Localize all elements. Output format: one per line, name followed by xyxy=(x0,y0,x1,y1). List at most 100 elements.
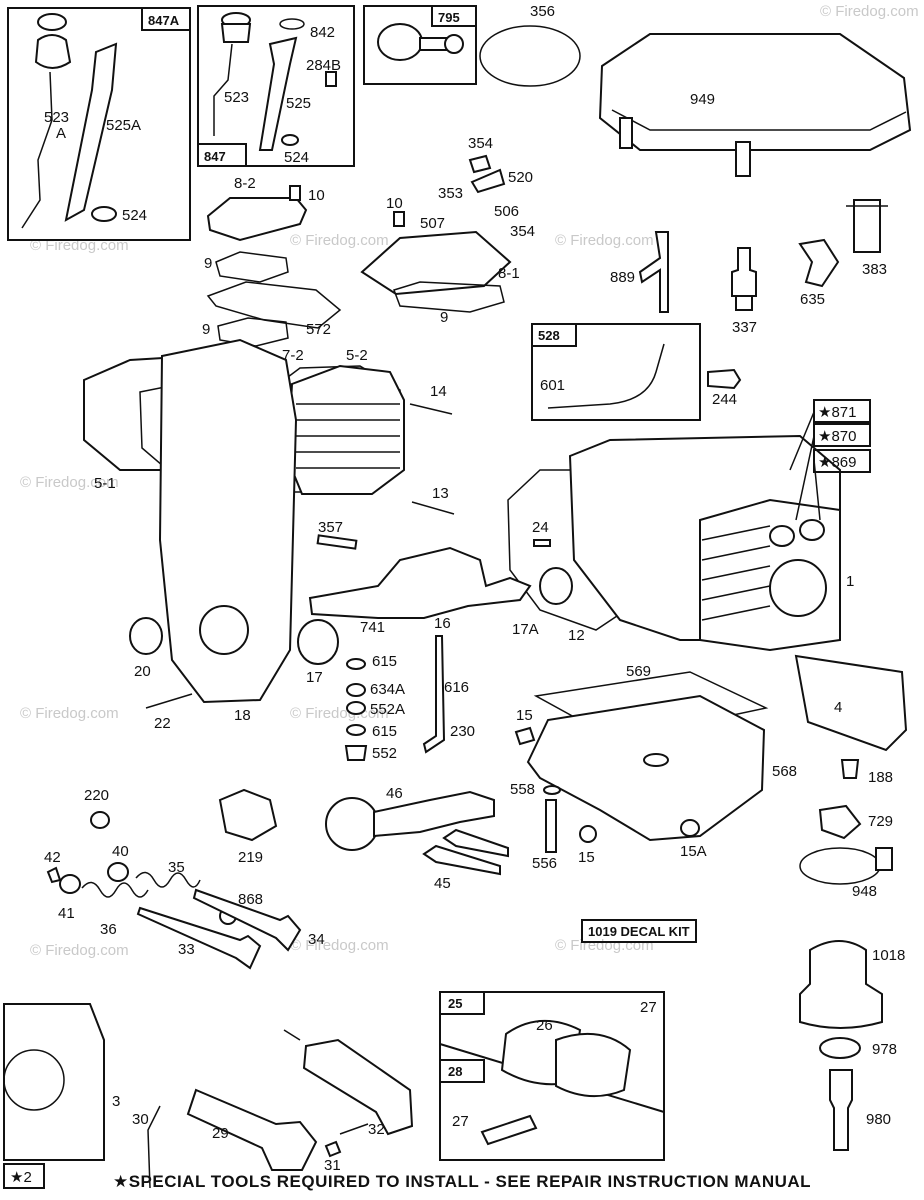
watermarks: © Firedog.com © Firedog.com © Firedog.co… xyxy=(20,3,919,959)
breather-plate xyxy=(206,281,342,329)
washer xyxy=(346,683,366,697)
cover-bore xyxy=(199,605,249,655)
housing-tab xyxy=(735,141,751,177)
part-label: 219 xyxy=(238,849,263,866)
valve xyxy=(192,888,302,952)
part-label: 7-2 xyxy=(282,347,304,364)
crankcase-cover xyxy=(158,338,298,704)
part-label: 524 xyxy=(284,149,309,166)
piston xyxy=(555,1032,632,1098)
sump-port xyxy=(643,753,669,767)
callout-box xyxy=(813,399,871,423)
group-25-28: 25 28 26 27 27 xyxy=(439,991,665,1161)
ignition-key xyxy=(419,37,449,51)
oil-filter-area: 1018 978 980 xyxy=(799,940,905,1151)
group-847a: 847A 523 A 525A 524 xyxy=(7,7,191,241)
bearing-bore xyxy=(3,1049,65,1111)
part-label: 20 xyxy=(134,663,151,680)
lock-plate xyxy=(324,1140,342,1158)
group-795-box xyxy=(363,5,477,85)
part-label: 354 xyxy=(468,135,493,152)
part-label: 244 xyxy=(712,391,737,408)
part-label: 556 xyxy=(532,855,557,872)
part-label: 41 xyxy=(58,905,75,922)
dipstick-rod xyxy=(21,71,53,229)
part-label: 524 xyxy=(122,207,147,224)
dipstick-cap-body xyxy=(34,34,72,69)
part-label: 30 xyxy=(132,1111,149,1128)
washer xyxy=(346,724,366,736)
sump-bolt xyxy=(545,799,557,853)
governor-link xyxy=(147,1105,161,1189)
decal-kit-box xyxy=(581,919,697,943)
ball-bearing xyxy=(297,619,339,665)
part-label: 15 xyxy=(578,849,595,866)
part-label: 568 xyxy=(772,763,797,780)
part-label: 357 xyxy=(318,519,343,536)
group-795: 795 xyxy=(363,5,477,85)
part-label: 729 xyxy=(868,813,893,830)
ignition-switch xyxy=(377,23,423,61)
gasket-ring xyxy=(479,25,581,87)
part-label: 34 xyxy=(308,931,325,948)
part-label: 615 xyxy=(372,723,397,740)
fittings-area: 889 337 635 383 244 xyxy=(610,199,888,408)
group-795-tag xyxy=(431,5,477,27)
part-label: 42 xyxy=(44,849,61,866)
housing-tab xyxy=(619,117,633,149)
part-label: 552A xyxy=(370,701,405,718)
blower-housing xyxy=(598,33,912,151)
part-label: 520 xyxy=(508,169,533,186)
gasket xyxy=(217,317,289,347)
connecting-rod xyxy=(302,1038,414,1136)
oil-sensor xyxy=(829,1069,853,1151)
part-label: 615 xyxy=(372,653,397,670)
group-847-label: 847 xyxy=(204,149,226,164)
gasket xyxy=(215,251,289,283)
part-label: ★870 xyxy=(818,428,856,445)
valve-seat xyxy=(769,525,795,547)
group-847-tag xyxy=(197,143,247,167)
group-528-tag xyxy=(531,323,577,347)
piston-pin xyxy=(480,1114,538,1146)
cylinder-fins xyxy=(701,525,771,621)
oil-seal xyxy=(539,567,573,605)
part-label: 33 xyxy=(178,941,195,958)
part-label: 948 xyxy=(852,883,877,900)
screw xyxy=(393,211,405,227)
valve-key xyxy=(46,866,62,884)
part-label: 523 xyxy=(44,109,69,126)
dowel-pin xyxy=(533,539,551,547)
part-label: 353 xyxy=(438,185,463,202)
blower-housing-area: 356 949 xyxy=(479,3,912,177)
watermark: © Firedog.com xyxy=(30,237,129,254)
screw xyxy=(289,185,301,201)
camshaft-area: 220 219 46 45 xyxy=(84,785,509,892)
part-label: 230 xyxy=(450,723,475,740)
group-847: 847 842 284B 523 525 524 xyxy=(197,5,355,167)
part-label: 978 xyxy=(872,1041,897,1058)
part-label: 29 xyxy=(212,1125,229,1142)
key xyxy=(316,534,358,550)
part-label: 8-1 xyxy=(498,265,520,282)
washer xyxy=(90,811,110,829)
clip xyxy=(468,154,492,174)
valve-area: 42 41 40 36 35 33 868 34 xyxy=(44,843,325,970)
watermark: © Firedog.com xyxy=(290,232,389,249)
group-28-label: 28 xyxy=(448,1064,462,1079)
part-label: 949 xyxy=(690,91,715,108)
part-label: 741 xyxy=(360,619,385,636)
breather-hose xyxy=(547,343,665,409)
watermark: © Firedog.com xyxy=(820,3,919,20)
sump-area: 569 568 15 4 188 558 556 15 15A 729 948 xyxy=(510,654,908,900)
part-label: 22 xyxy=(154,715,171,732)
connecting-rod-area: 3 ★2 30 29 31 32 xyxy=(3,1003,414,1189)
governor-area: 615 634A 552A 615 552 616 230 xyxy=(344,635,475,762)
plug xyxy=(680,819,700,837)
gasket xyxy=(393,281,505,313)
part-label: 188 xyxy=(868,769,893,786)
part-label: 45 xyxy=(434,875,451,892)
bolt xyxy=(840,759,860,779)
washer xyxy=(543,785,561,795)
part-label: 10 xyxy=(386,195,403,212)
